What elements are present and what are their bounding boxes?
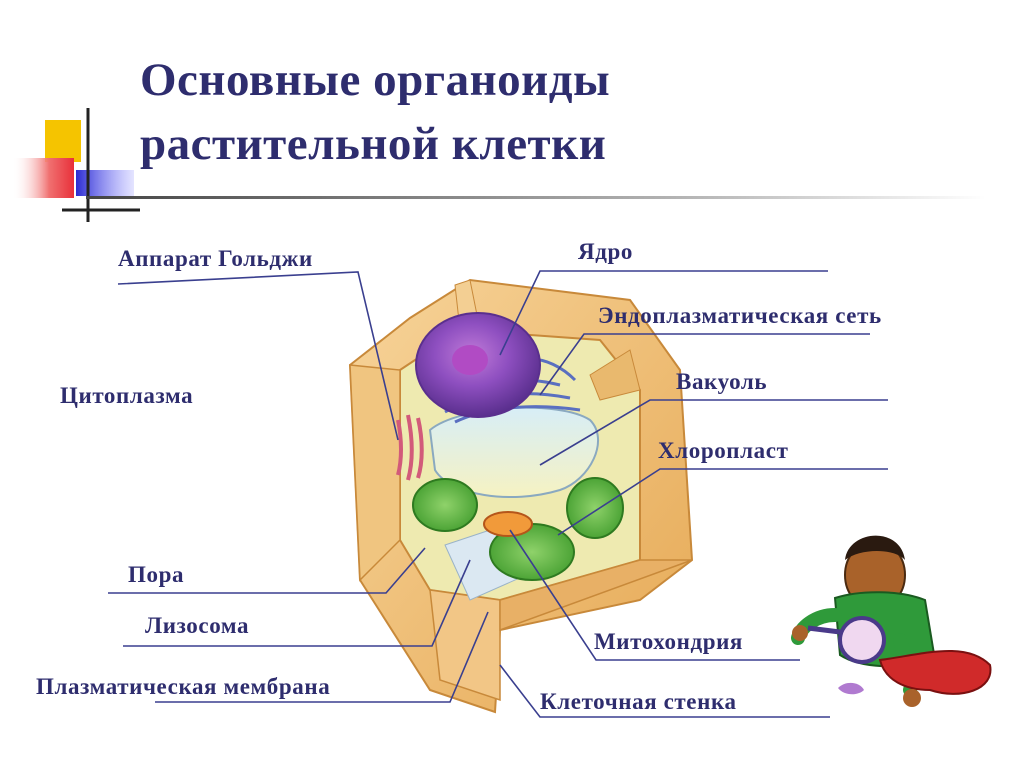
- label-vacuole: Вакуоль: [676, 369, 768, 394]
- red-gradient-square: [12, 158, 74, 198]
- blue-square: [76, 170, 134, 196]
- label-golgi: Аппарат Гольджи: [118, 246, 313, 271]
- label-cytoplasm: Цитоплазма: [60, 383, 194, 408]
- title-line-2: растительной клетки: [140, 118, 607, 170]
- chloroplast-shapes: [412, 477, 624, 581]
- label-mitochondria: Митохондрия: [594, 629, 743, 654]
- label-lysosome: Лизосома: [145, 613, 250, 638]
- label-er: Эндоплазматическая сеть: [598, 303, 882, 328]
- leader-er: [539, 333, 870, 396]
- leader-nucleus: [499, 270, 828, 356]
- mitochondrion-shape: [483, 511, 533, 537]
- leader-lysosome: [123, 559, 471, 647]
- leader-cell-wall: [499, 664, 830, 718]
- leader-membrane: [155, 611, 489, 703]
- label-nucleus: Ядро: [578, 239, 633, 264]
- label-pore: Пора: [128, 562, 185, 587]
- leader-chloroplast: [557, 468, 888, 536]
- leader-golgi: [117, 271, 399, 441]
- leader-mitochondria: [509, 529, 800, 661]
- leader-vacuole: [539, 399, 888, 466]
- slide-title: Основные органоиды растительной клетки: [140, 48, 610, 176]
- corner-decoration: [12, 108, 140, 222]
- golgi-shape: [396, 414, 424, 481]
- yellow-square: [45, 120, 81, 162]
- label-chloroplast: Хлоропласт: [658, 438, 789, 463]
- child-with-magnifier-illustration: [791, 535, 992, 707]
- label-cell-wall: Клеточная стенка: [540, 689, 737, 714]
- label-membrane: Плазматическая мембрана: [36, 674, 331, 699]
- title-rule: [86, 196, 986, 199]
- leader-lines: [108, 270, 888, 718]
- nucleolus-shape: [452, 345, 488, 375]
- leader-pore: [108, 547, 426, 594]
- title-line-1: Основные органоиды: [140, 54, 611, 106]
